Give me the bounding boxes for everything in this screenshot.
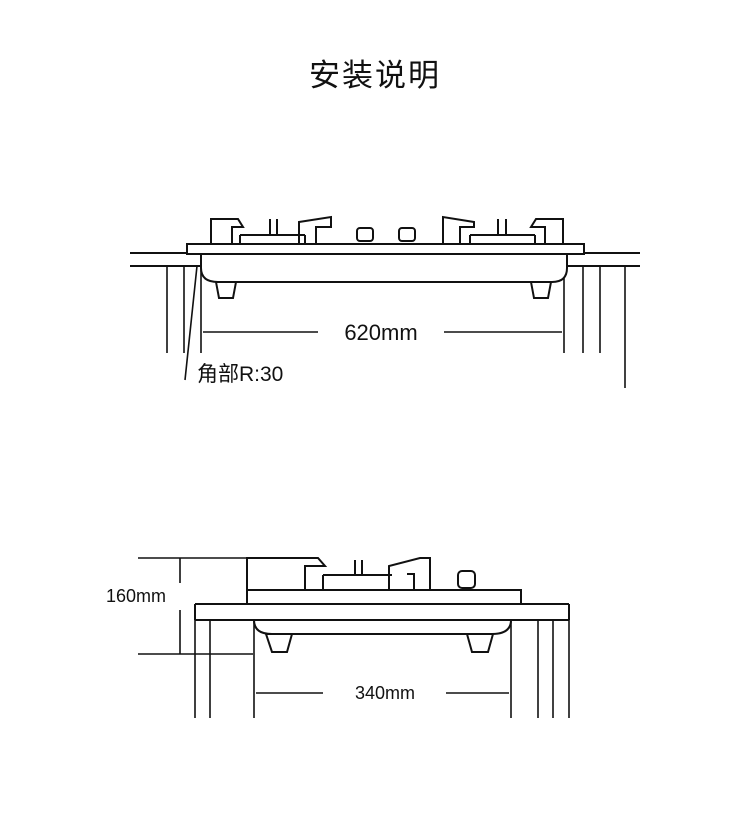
side-hob-body xyxy=(252,619,513,635)
side-view: 160mm xyxy=(106,557,570,718)
height-label: 160mm xyxy=(106,586,166,606)
side-foot-left xyxy=(264,633,294,653)
cabinet-lines-left xyxy=(166,265,202,381)
side-cabinet-lines xyxy=(194,620,570,718)
side-countertop xyxy=(194,603,570,621)
cabinet-lines-right xyxy=(563,266,626,388)
burner-right xyxy=(442,215,564,244)
page-title: 安装说明 xyxy=(309,58,441,94)
front-view: 620mm 角部R:30 xyxy=(130,215,640,388)
corner-radius-label: 角部R:30 xyxy=(197,363,283,386)
side-burner xyxy=(246,557,431,591)
side-knob xyxy=(457,570,476,589)
hob-foot-left xyxy=(214,281,238,299)
knob-left xyxy=(356,227,374,242)
knob-right xyxy=(398,227,416,242)
dimension-620: 620mm xyxy=(203,320,562,345)
control-knobs xyxy=(356,227,416,242)
dimension-340: 340mm xyxy=(256,683,509,703)
burner-left xyxy=(210,215,332,244)
side-hob-plate xyxy=(246,589,522,605)
side-foot-right xyxy=(465,633,495,653)
hob-foot-right xyxy=(529,281,553,299)
depth-label: 340mm xyxy=(355,683,415,703)
hob-top-plate xyxy=(186,243,585,255)
hob-body xyxy=(200,253,568,283)
width-label: 620mm xyxy=(344,320,417,345)
